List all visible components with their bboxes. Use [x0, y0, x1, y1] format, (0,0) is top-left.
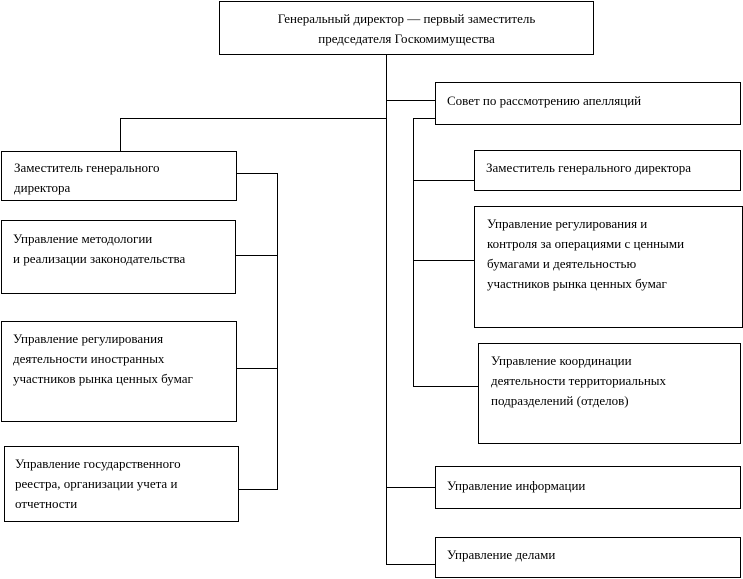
left-subtree-vertical-line	[277, 173, 278, 490]
left-deputy-director-box: Заместитель генерального директора	[1, 151, 237, 201]
methodology-dept-label: Управление методологии и реализации зако…	[13, 231, 186, 266]
general-director-label: Генеральный директор — первый заместител…	[277, 11, 536, 46]
foreign-participants-label: Управление регулирования деятельности ин…	[13, 331, 193, 386]
methodology-dept-box: Управление методологии и реализации зако…	[1, 220, 236, 294]
left-branch-line	[120, 118, 386, 119]
information-connector-line	[386, 487, 435, 488]
affairs-dept-label: Управление делами	[447, 547, 556, 562]
right-deputy-director-label: Заместитель генерального директора	[486, 160, 692, 175]
appeals-council-label: Совет по рассмотрению апелляций	[447, 93, 642, 108]
securities-regulation-box: Управление регулирования и контроля за о…	[474, 206, 743, 328]
foreign-participants-box: Управление регулирования деятельности ин…	[1, 321, 237, 422]
affairs-connector-line	[386, 564, 435, 565]
securities-connector-line	[413, 260, 474, 261]
foreign-participants-connector-line	[236, 368, 278, 369]
territorial-coordination-label: Управление координации деятельности терр…	[491, 353, 667, 408]
affairs-dept-box: Управление делами	[435, 537, 741, 578]
state-registry-box: Управление государственного реестра, орг…	[4, 446, 239, 522]
right-deputy-director-box: Заместитель генерального директора	[474, 150, 741, 191]
right-subtree-vertical-line	[413, 118, 414, 387]
state-registry-label: Управление государственного реестра, орг…	[15, 456, 181, 511]
methodology-connector-line	[236, 255, 278, 256]
right-deputy-connector-line	[413, 180, 474, 181]
right-subtree-top-line	[413, 118, 435, 119]
state-registry-connector-line	[238, 489, 278, 490]
information-dept-box: Управление информации	[435, 466, 741, 509]
left-deputy-director-label: Заместитель генерального директора	[14, 160, 160, 195]
securities-regulation-label: Управление регулирования и контроля за о…	[487, 216, 685, 291]
main-trunk-line	[386, 54, 387, 565]
left-branch-drop-line	[120, 118, 121, 151]
territorial-connector-line	[413, 386, 478, 387]
territorial-coordination-box: Управление координации деятельности терр…	[478, 343, 741, 444]
information-dept-label: Управление информации	[447, 478, 586, 493]
general-director-box: Генеральный директор — первый заместител…	[219, 1, 594, 55]
appeals-council-box: Совет по рассмотрению апелляций	[435, 82, 741, 125]
appeals-connector-line	[386, 100, 435, 101]
left-deputy-connector-line	[236, 173, 278, 174]
